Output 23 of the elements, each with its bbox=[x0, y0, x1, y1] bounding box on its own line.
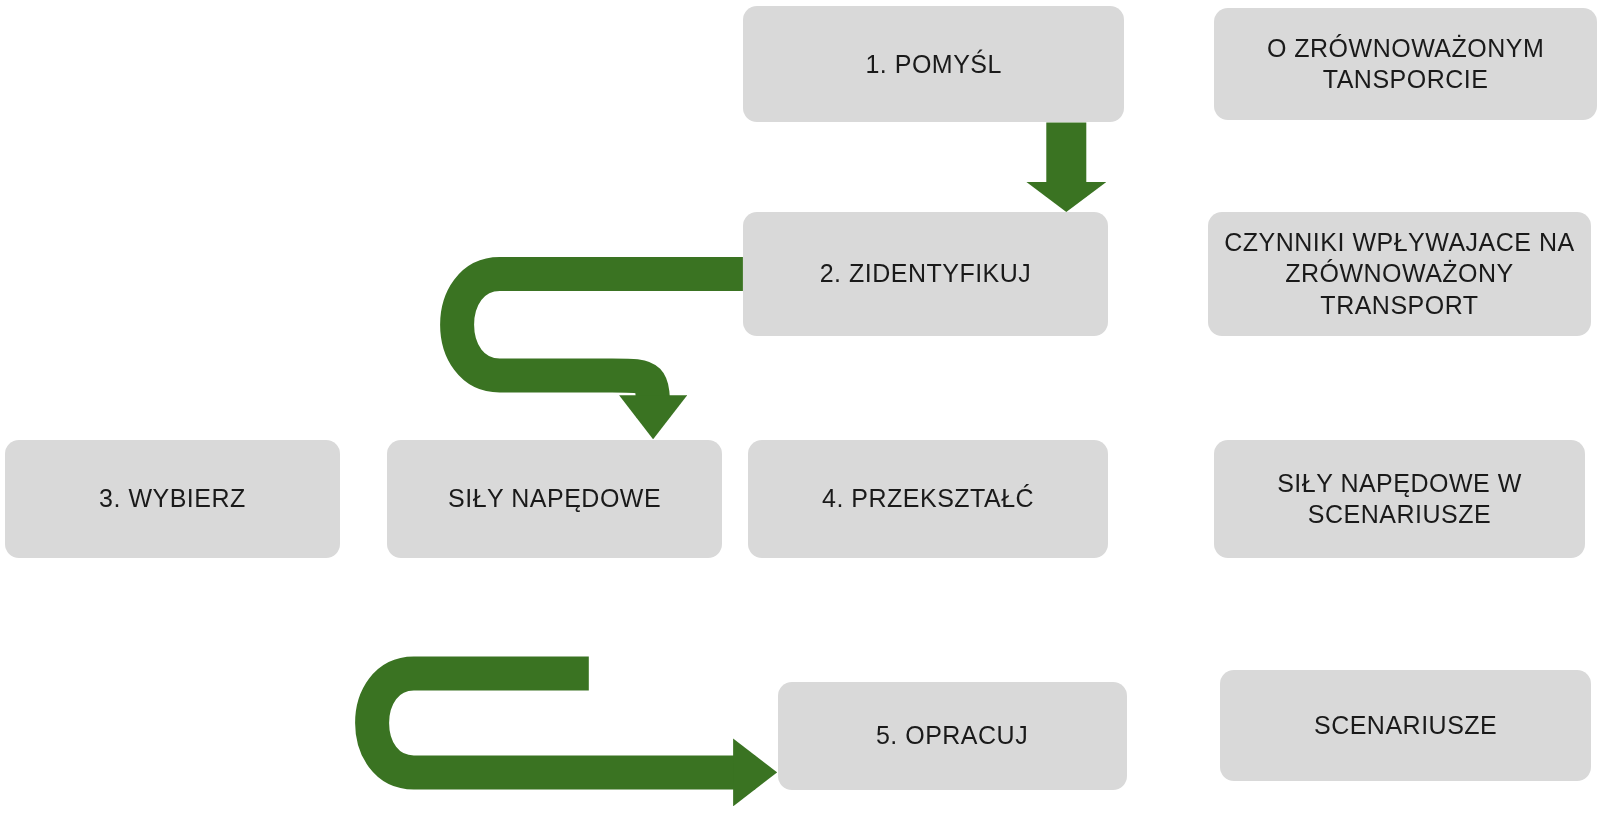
box-label: 3. WYBIERZ bbox=[99, 483, 246, 515]
process-box bbox=[1214, 439, 1585, 559]
process-box bbox=[747, 439, 1109, 559]
process-box bbox=[1214, 8, 1597, 121]
process-box bbox=[777, 681, 1127, 790]
box-label: SCENARIUSZE bbox=[1313, 709, 1498, 741]
process-box bbox=[386, 439, 723, 559]
box-label: 5. OPRACUJ bbox=[875, 720, 1029, 752]
block-arrow bbox=[1026, 122, 1107, 212]
box-label: 2. ZIDENTYFIKUJ bbox=[819, 258, 1032, 290]
box-label: 1. POMYŚL bbox=[865, 48, 1002, 80]
process-box bbox=[1208, 212, 1591, 336]
box-label: SIŁY NAPĘDOWE bbox=[448, 483, 662, 515]
process-box bbox=[742, 212, 1109, 336]
u-turn-arrow bbox=[355, 656, 778, 807]
box-label: CZYNNIKI WPŁYWAJACE NA ZRÓWNOWAŻONY TRANSPORT bbox=[1223, 227, 1576, 321]
process-box bbox=[1220, 670, 1591, 781]
process-box bbox=[5, 439, 340, 559]
u-turn-arrow bbox=[440, 257, 743, 440]
box-label: SIŁY NAPĘDOWE W SCENARIUSZE bbox=[1276, 467, 1523, 530]
box-label: O ZRÓWNOWAŻONYM TANSPORCIE bbox=[1265, 33, 1546, 96]
process-box bbox=[742, 6, 1125, 123]
box-label: 4. PRZEKSZTAŁĆ bbox=[822, 483, 1035, 515]
